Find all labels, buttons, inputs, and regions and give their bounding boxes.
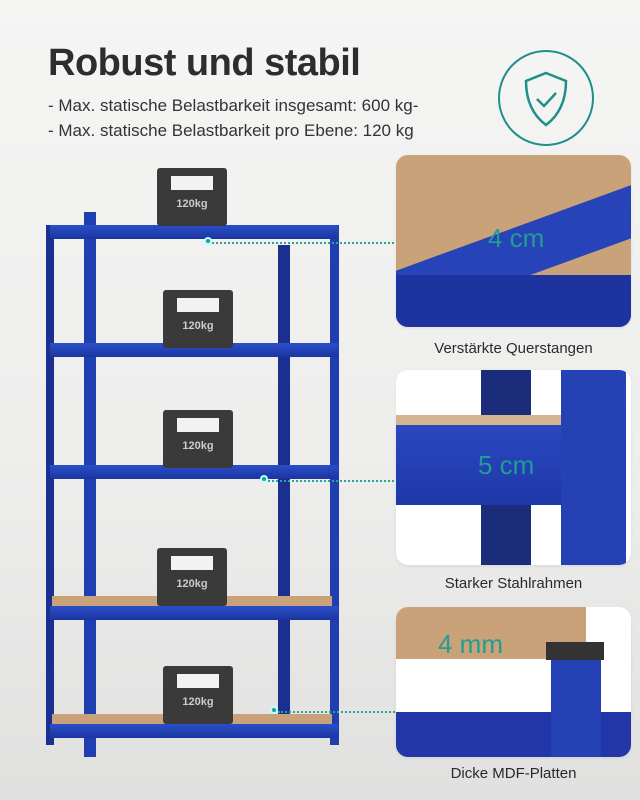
back-left-post xyxy=(46,225,54,745)
shelf-level-5 xyxy=(50,724,338,738)
shelf-level-2 xyxy=(50,343,338,357)
weight-level-4: 120kg xyxy=(157,548,227,606)
weight-level-5: 120kg xyxy=(163,666,233,724)
caption-crossbar: Verstärkte Querstangen xyxy=(434,340,593,357)
beam-image xyxy=(396,275,631,327)
post-image xyxy=(551,652,601,757)
detail-card-frame: 5 cm xyxy=(396,370,631,565)
callout-line-3 xyxy=(278,711,398,713)
callout-dot-1 xyxy=(204,237,212,245)
detail-card-mdf: 4 mm xyxy=(396,607,631,757)
beam-image xyxy=(396,425,561,505)
callout-line-1 xyxy=(212,242,398,244)
dimension-label-2: 5 cm xyxy=(478,450,535,480)
front-post-image xyxy=(561,370,626,565)
caption-frame: Starker Stahlrahmen xyxy=(444,575,583,592)
shelf-level-1 xyxy=(50,225,338,239)
front-left-post xyxy=(84,212,96,757)
board-edge-image xyxy=(396,415,561,425)
callout-dot-3 xyxy=(270,706,278,714)
bullet-total-load: - Max. statische Belastbarkeit insgesamt… xyxy=(48,96,419,115)
dimension-label-3: 4 mm xyxy=(438,629,503,659)
bullet-level-load: - Max. statische Belastbarkeit pro Ebene… xyxy=(48,121,414,140)
callout-line-2 xyxy=(268,480,398,482)
back-right-post xyxy=(278,245,290,725)
detail-card-crossbar: 4 cm xyxy=(396,155,631,327)
weight-level-1: 120kg xyxy=(157,168,227,226)
callout-dot-2 xyxy=(260,475,268,483)
shield-check-badge xyxy=(498,50,594,146)
weight-level-2: 120kg xyxy=(163,290,233,348)
shelf-level-4 xyxy=(50,606,338,620)
front-right-post xyxy=(330,225,339,745)
weight-level-3: 120kg xyxy=(163,410,233,468)
page-title: Robust und stabil xyxy=(48,42,361,84)
caption-mdf: Dicke MDF-Platten xyxy=(450,765,577,782)
dimension-label-1: 4 cm xyxy=(488,223,545,253)
end-cap-image xyxy=(546,642,604,660)
shield-check-icon xyxy=(524,71,568,127)
